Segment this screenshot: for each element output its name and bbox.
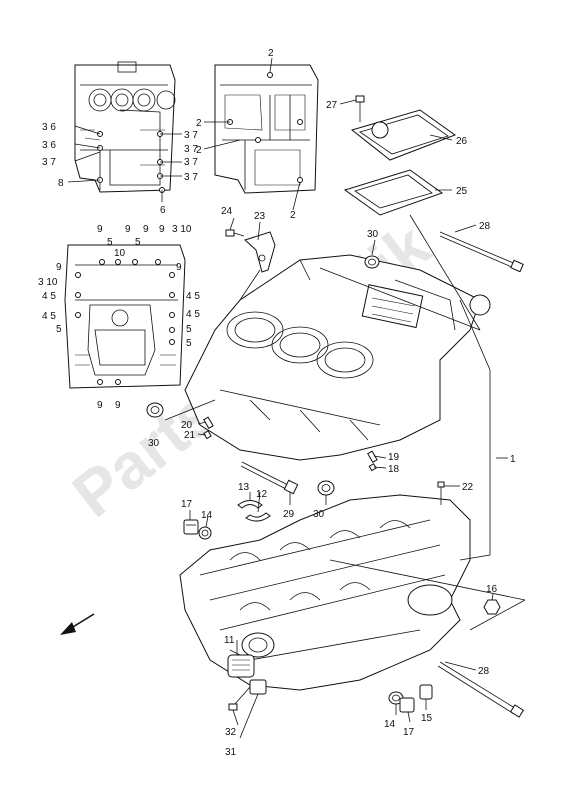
bolt-22 — [437, 481, 445, 505]
callout-14: 14 — [384, 719, 396, 730]
callout-9: 9 — [125, 224, 131, 235]
front-direction-arrow-icon — [60, 613, 95, 635]
plug-30-mid — [317, 480, 335, 496]
bracket-23 — [244, 231, 276, 273]
callout-28: 28 — [478, 666, 490, 677]
callout-5: 5 — [186, 338, 192, 349]
plug-30-top — [364, 255, 380, 269]
callout-2: 2 — [290, 210, 296, 221]
callout-9: 9 — [115, 400, 121, 411]
callout-labels: 2 2 2 2 3 6 3 6 3 7 3 7 3 7 3 7 3 7 8 6 … — [38, 48, 516, 758]
callout-37: 3 7 — [184, 157, 198, 168]
bolt-28-bottom — [437, 661, 525, 718]
callout-29: 29 — [283, 509, 295, 520]
plug-15 — [419, 684, 433, 700]
callout-1: 1 — [510, 454, 516, 465]
callout-9: 9 — [56, 262, 62, 273]
fitting-11 — [227, 654, 255, 678]
callout-37: 3 7 — [42, 157, 56, 168]
callout-30: 30 — [367, 229, 379, 240]
bolt-28-top — [439, 231, 524, 273]
callout-310: 3 10 — [172, 224, 192, 235]
callout-26: 26 — [456, 136, 468, 147]
callout-9: 9 — [159, 224, 165, 235]
callout-37: 3 7 — [184, 144, 198, 155]
upper-case-detail-right — [214, 64, 319, 194]
callout-18: 18 — [388, 464, 400, 475]
callout-2: 2 — [196, 118, 202, 129]
plug-30-left — [146, 402, 164, 418]
callout-6: 6 — [160, 205, 166, 216]
callout-2: 2 — [196, 145, 202, 156]
pin-18-19 — [367, 450, 378, 472]
bolt-27 — [355, 95, 365, 122]
callout-12: 12 — [256, 489, 268, 500]
callout-17: 17 — [181, 499, 193, 510]
leader-lines — [67, 57, 526, 739]
callout-25: 25 — [456, 186, 468, 197]
callout-36: 3 6 — [42, 122, 56, 133]
callout-10: 10 — [114, 248, 126, 259]
callout-8: 8 — [58, 178, 64, 189]
washer-14-top — [198, 526, 212, 540]
callout-5: 5 — [186, 324, 192, 335]
callout-21: 21 — [184, 430, 196, 441]
callout-9: 9 — [97, 400, 103, 411]
callout-45: 4 5 — [186, 309, 200, 320]
nut-16 — [483, 599, 501, 615]
callout-5: 5 — [135, 237, 141, 248]
callout-9: 9 — [143, 224, 149, 235]
callout-36: 3 6 — [42, 140, 56, 151]
callout-45: 4 5 — [186, 291, 200, 302]
callout-31: 31 — [225, 747, 237, 758]
callout-15: 15 — [421, 713, 433, 724]
callout-16: 16 — [486, 584, 498, 595]
callout-11: 11 — [224, 635, 235, 646]
callout-5: 5 — [56, 324, 62, 335]
upper-crankcase — [184, 254, 491, 461]
lower-case-detail — [64, 244, 186, 389]
callout-14: 14 — [201, 510, 213, 521]
callout-17: 17 — [403, 727, 415, 738]
switch-31-32 — [228, 679, 267, 711]
callout-9: 9 — [176, 262, 182, 273]
callout-37: 3 7 — [184, 172, 198, 183]
callout-37: 3 7 — [184, 130, 198, 141]
callout-13: 13 — [238, 482, 250, 493]
callout-5: 5 — [107, 237, 113, 248]
upper-case-detail-left — [74, 61, 176, 193]
callout-45: 4 5 — [42, 311, 56, 322]
callout-310: 3 10 — [38, 277, 58, 288]
callout-32: 32 — [225, 727, 237, 738]
gasket-25 — [343, 169, 444, 216]
callout-45: 4 5 — [42, 291, 56, 302]
callout-23: 23 — [254, 211, 266, 222]
plug-17-top — [183, 519, 199, 535]
callout-20: 20 — [181, 420, 193, 431]
callout-19: 19 — [388, 452, 400, 463]
pin-20-21 — [203, 416, 214, 440]
bolt-24 — [225, 229, 245, 237]
callout-30: 30 — [148, 438, 160, 449]
callout-30: 30 — [313, 509, 325, 520]
callout-2: 2 — [268, 48, 274, 59]
lower-crankcase — [179, 494, 471, 691]
callout-22: 22 — [462, 482, 474, 493]
callout-28: 28 — [479, 221, 491, 232]
cover-26 — [350, 109, 457, 161]
callout-24: 24 — [221, 206, 233, 217]
callout-27: 27 — [326, 100, 338, 111]
callout-9: 9 — [97, 224, 103, 235]
bolt-29 — [240, 461, 299, 495]
bearing-12-13 — [237, 500, 271, 522]
plug-17-bottom — [399, 697, 415, 713]
